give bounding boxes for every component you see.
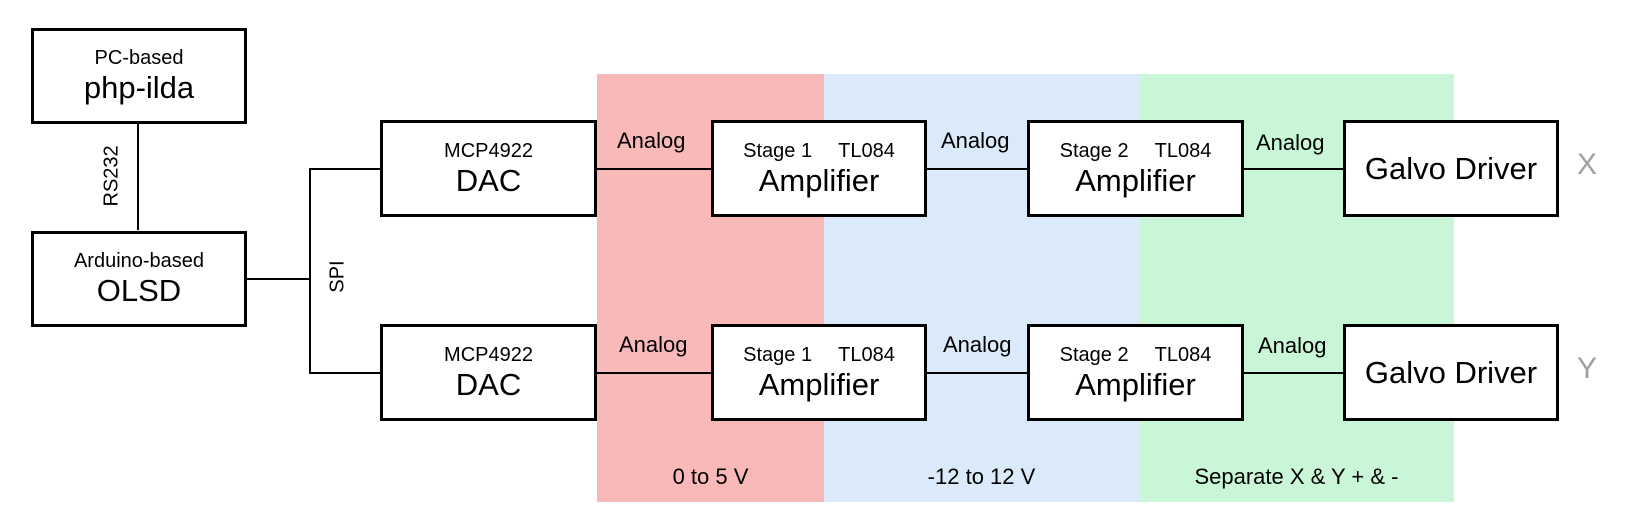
stage2-y-chip: TL084 (1154, 343, 1212, 366)
pc-php-ilda-box: PC-based php-ilda (31, 28, 247, 124)
stage1-y-title: Amplifier (758, 366, 880, 402)
stage1-x-to-stage2-line (926, 168, 1027, 170)
stage1-x-title: Amplifier (758, 162, 880, 198)
analog-label-y3: Analog (1258, 333, 1327, 358)
spi-to-dac-y-line (309, 372, 383, 374)
olsd-sub-label: Arduino-based (73, 250, 205, 272)
analog-label-x3: Analog (1256, 130, 1325, 155)
galvo-x-box: Galvo Driver (1343, 120, 1559, 217)
dac-x-box: MCP4922 DAC (380, 120, 597, 217)
zone-label-minus12-to-12v: -12 to 12 V (927, 464, 1036, 489)
dac-y-box: MCP4922 DAC (380, 324, 597, 421)
stage1-x-box: Stage 1 TL084 Amplifier (711, 120, 927, 217)
stage1-y-box: Stage 1 TL084 Amplifier (711, 324, 927, 421)
galvo-y-box: Galvo Driver (1343, 324, 1559, 421)
stage2-x-chip: TL084 (1154, 139, 1212, 162)
olsd-title: OLSD (96, 273, 182, 308)
dac-y-title: DAC (455, 366, 522, 402)
pc-title: php-ilda (83, 70, 195, 105)
dac-x-to-stage1-line (597, 168, 714, 170)
analog-label-x1: Analog (617, 128, 686, 153)
stage2-y-to-galvo-line (1243, 372, 1344, 374)
pc-sub-label: PC-based (94, 47, 184, 69)
stage2-x-to-galvo-line (1243, 168, 1344, 170)
stage1-x-stage: Stage 1 (743, 139, 813, 162)
spi-to-dac-x-line (309, 168, 383, 170)
galvo-y-title: Galvo Driver (1364, 354, 1538, 390)
olsd-box: Arduino-based OLSD (31, 231, 247, 327)
zone-label-separate-supply: Separate X & Y + & - (1194, 464, 1399, 489)
stage1-y-to-stage2-line (926, 372, 1027, 374)
olsd-spi-line (246, 278, 310, 280)
stage1-y-chip: TL084 (838, 343, 895, 366)
stage2-x-title: Amplifier (1075, 162, 1196, 198)
dac-x-title: DAC (455, 162, 522, 198)
stage2-x-box: Stage 2 TL084 Amplifier (1027, 120, 1244, 217)
stage2-y-stage: Stage 2 (1059, 343, 1129, 366)
dac-x-chip: MCP4922 (444, 139, 533, 162)
axis-y-label: Y (1577, 352, 1598, 385)
spi-bus-line (309, 168, 311, 374)
analog-label-y2: Analog (943, 332, 1012, 357)
zone-label-0-to-5v: 0 to 5 V (672, 464, 749, 489)
axis-x-label: X (1577, 148, 1598, 181)
stage1-y-stage: Stage 1 (743, 343, 813, 366)
dac-y-to-stage1-line (597, 372, 714, 374)
stage2-y-title: Amplifier (1075, 366, 1196, 402)
analog-label-y1: Analog (619, 332, 688, 357)
galvo-x-title: Galvo Driver (1364, 150, 1538, 186)
rs232-line (137, 122, 139, 230)
rs232-label: RS232 (100, 145, 123, 207)
dac-y-chip: MCP4922 (444, 343, 533, 366)
analog-label-x2: Analog (941, 128, 1010, 153)
stage2-y-box: Stage 2 TL084 Amplifier (1027, 324, 1244, 421)
spi-label: SPI (326, 260, 349, 293)
stage2-x-stage: Stage 2 (1059, 139, 1129, 162)
stage1-x-chip: TL084 (838, 139, 895, 162)
